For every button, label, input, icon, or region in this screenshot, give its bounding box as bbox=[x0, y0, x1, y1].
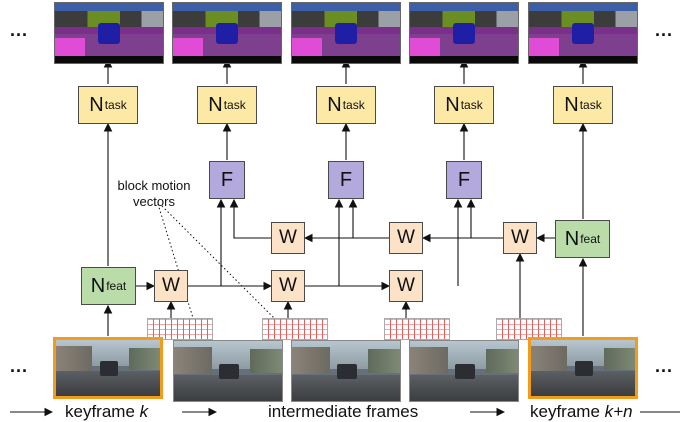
motion-vector-field bbox=[496, 318, 562, 340]
keyframe-image bbox=[528, 337, 638, 399]
w-node: W bbox=[271, 222, 305, 254]
segmentation-output bbox=[528, 2, 638, 64]
f-node: F bbox=[209, 161, 245, 199]
video-frame bbox=[409, 340, 519, 402]
keyframe-k-label: keyframe k bbox=[65, 402, 149, 421]
ellipsis-top-right: ... bbox=[655, 20, 674, 40]
f-node: F bbox=[446, 161, 482, 199]
ellipsis-bottom-right: ... bbox=[655, 356, 674, 376]
keyframe-k-plus-n-label: keyframe k+n bbox=[530, 402, 633, 421]
segmentation-output bbox=[54, 2, 164, 64]
segmentation-output bbox=[409, 2, 519, 64]
w-node: W bbox=[389, 270, 423, 302]
intermediate-frames-label: intermediate frames bbox=[268, 402, 419, 421]
annotation-label: block motion vectors bbox=[117, 178, 191, 209]
segmentation-output bbox=[291, 2, 401, 64]
keyframe-image bbox=[53, 337, 163, 399]
motion-vector-field bbox=[262, 318, 328, 340]
motion-vector-field bbox=[147, 318, 213, 340]
w-node: W bbox=[271, 270, 305, 302]
w-node: W bbox=[389, 222, 423, 254]
video-frame bbox=[291, 340, 401, 402]
w-node: W bbox=[503, 222, 537, 254]
f-node: F bbox=[328, 161, 364, 199]
ellipsis-top-left: ... bbox=[10, 20, 29, 40]
ellipsis-bottom-left: ... bbox=[10, 356, 29, 376]
motion-vector-field bbox=[384, 318, 450, 340]
connectors bbox=[10, 58, 680, 417]
segmentation-output bbox=[172, 2, 282, 64]
w-node: W bbox=[154, 270, 188, 302]
video-frame bbox=[173, 340, 283, 402]
